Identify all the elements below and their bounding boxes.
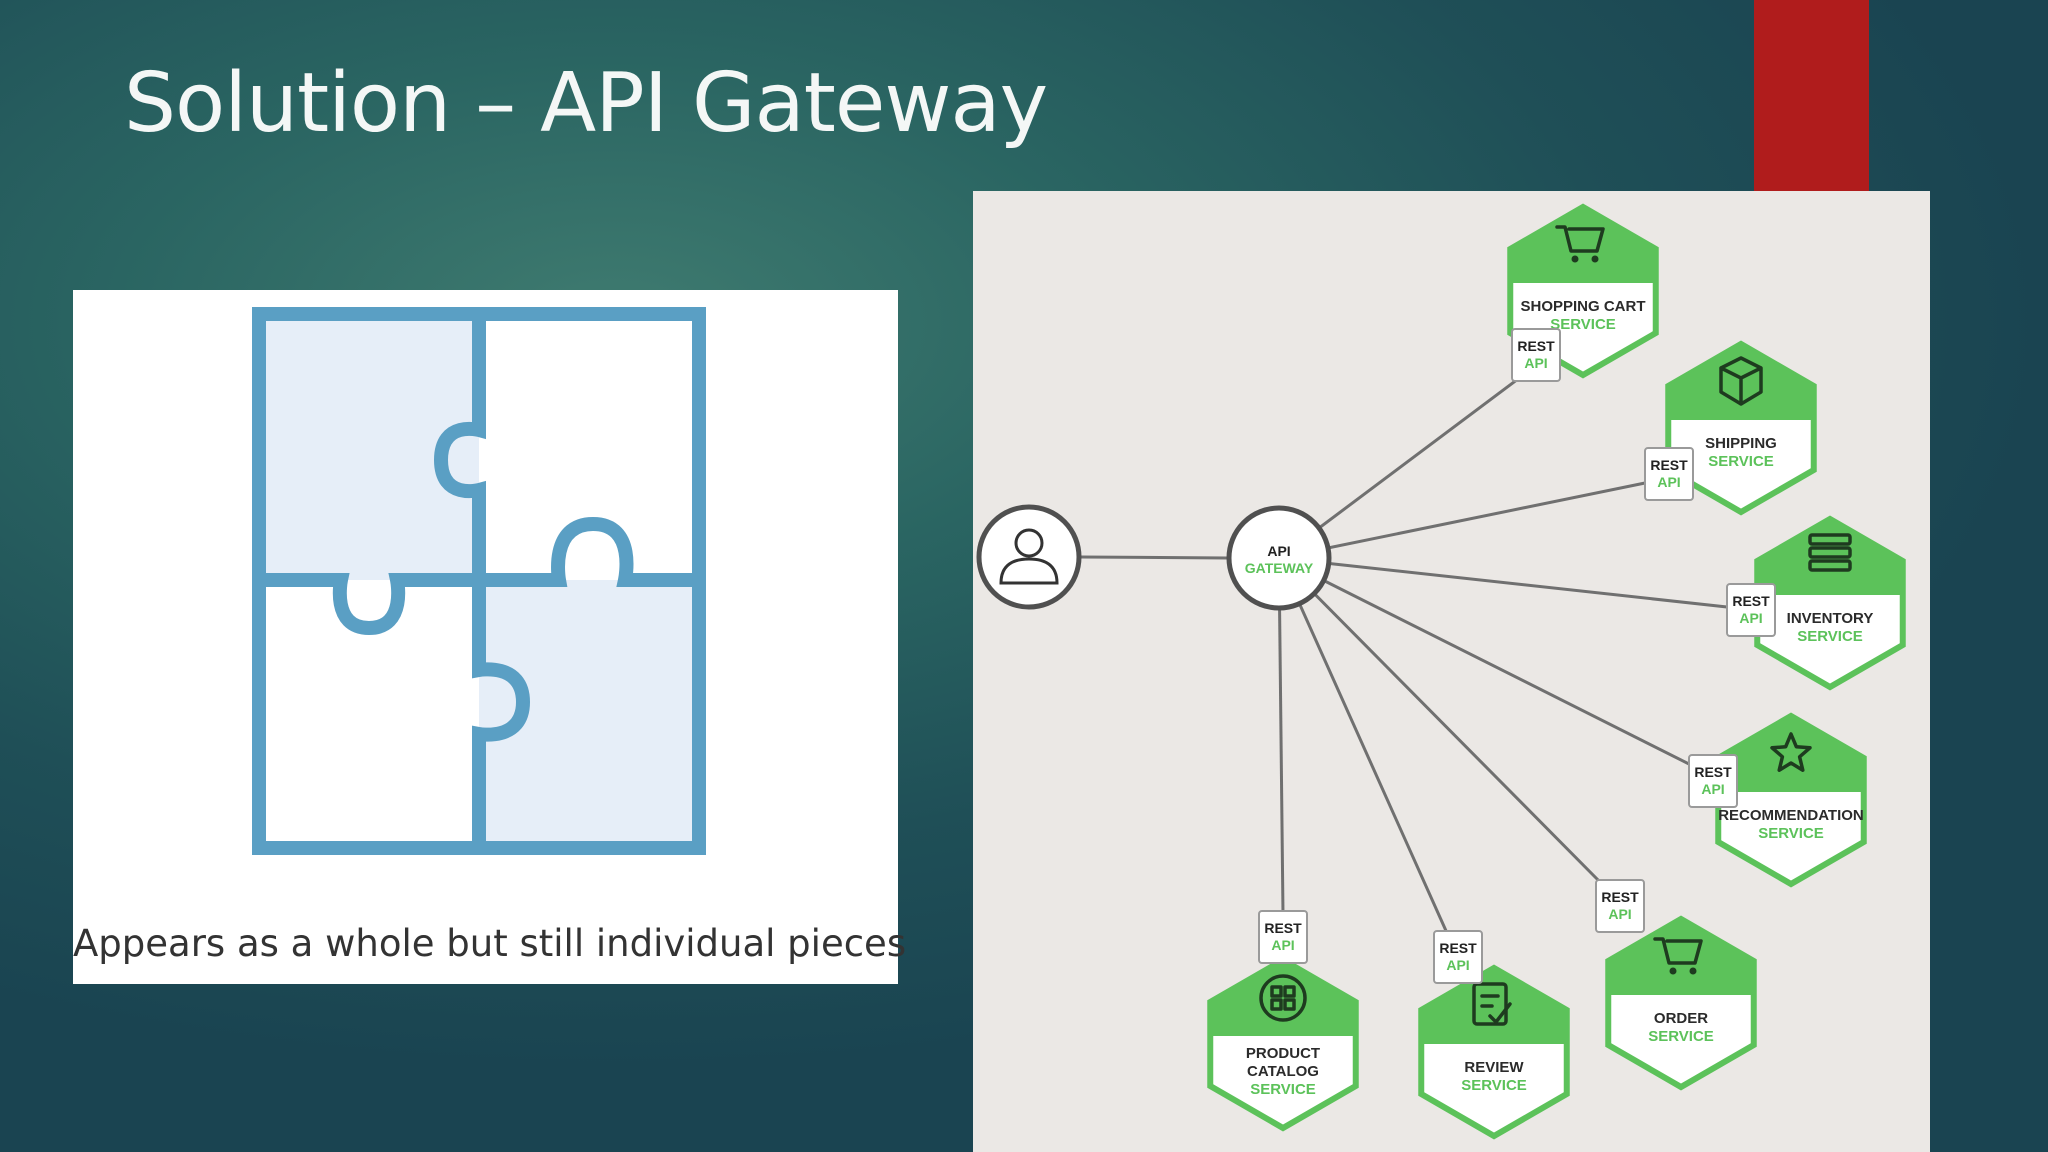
connector-gateway-recommendation <box>1278 556 1692 767</box>
rest-label: REST <box>1732 593 1770 609</box>
gateway-label-line2: GATEWAY <box>1245 560 1314 576</box>
service-cap <box>1510 207 1656 283</box>
service-sublabel: SERVICE <box>1797 628 1863 645</box>
api-label: API <box>1446 957 1469 973</box>
service-name: PRODUCT <box>1246 1045 1320 1062</box>
service-name: INVENTORY <box>1787 610 1874 627</box>
gateway-label-line1: API <box>1267 543 1290 559</box>
cart-wheel <box>1689 967 1697 975</box>
rest-label: REST <box>1439 940 1477 956</box>
service-cap <box>1718 716 1864 792</box>
box-icon <box>1719 356 1763 406</box>
grid-icon <box>1259 974 1307 1022</box>
grid-cell <box>1270 998 1283 1011</box>
service-name: CATALOG <box>1247 1063 1319 1080</box>
puzzle-seam-horizontal <box>259 516 699 636</box>
rest-label: REST <box>1694 764 1732 780</box>
grid-cell <box>1283 998 1296 1011</box>
api-label: API <box>1271 937 1294 953</box>
service-sublabel: SERVICE <box>1461 1077 1527 1094</box>
service-cap <box>1210 960 1356 1036</box>
stack-icon <box>1808 533 1852 546</box>
puzzle-piece-bottom-right <box>479 580 699 848</box>
connector-gateway-order <box>1277 556 1605 887</box>
puzzle-illustration <box>252 307 706 855</box>
api-label: API <box>1739 610 1762 626</box>
puzzle-caption: Appears as a whole but still individual … <box>73 922 907 965</box>
gateway-circle <box>1226 505 1332 611</box>
service-name: ORDER <box>1654 1010 1708 1027</box>
cart-icon <box>1653 937 1703 965</box>
checklist-check <box>1480 994 1512 1024</box>
accent-bar <box>1754 0 1869 191</box>
service-name: SHIPPING <box>1705 435 1777 452</box>
stack-icon <box>1808 559 1852 572</box>
rest-api-box <box>1688 754 1738 808</box>
service-sublabel: SERVICE <box>1250 1081 1316 1098</box>
puzzle-icon <box>252 307 706 855</box>
api-label: API <box>1608 906 1631 922</box>
rest-api-box <box>1726 583 1776 637</box>
slide-title: Solution – API Gateway <box>124 56 1048 151</box>
rest-api-box <box>1258 910 1308 964</box>
connector-gateway-review <box>1277 557 1449 934</box>
cart-wheel <box>1591 255 1599 263</box>
client-node <box>976 504 1082 610</box>
rest-label: REST <box>1601 889 1639 905</box>
service-sublabel: SERVICE <box>1708 453 1774 470</box>
service-sublabel: SERVICE <box>1648 1028 1714 1045</box>
grid-cell <box>1270 985 1283 998</box>
service-sublabel: SERVICE <box>1758 825 1824 842</box>
connector-gateway-shipping <box>1278 481 1646 560</box>
rest-api-box <box>1511 328 1561 382</box>
puzzle-seam-vertical <box>433 314 531 848</box>
cart-wheel <box>1669 967 1677 975</box>
rest-label: REST <box>1264 920 1302 936</box>
rest-api-box <box>1595 879 1645 933</box>
api-label: API <box>1524 355 1547 371</box>
rest-api-box <box>1433 930 1483 984</box>
service-sublabel: SERVICE <box>1550 316 1616 333</box>
rest-label: REST <box>1517 338 1555 354</box>
api-label: API <box>1657 474 1680 490</box>
star-icon <box>1770 732 1812 772</box>
diagram-canvas: SHOPPING CARTSERVICESHIPPINGSERVICEINVEN… <box>976 203 1906 1140</box>
user-icon-body <box>999 557 1059 585</box>
grid-cell <box>1283 985 1296 998</box>
connector-gateway-product-catalog <box>1277 557 1285 915</box>
puzzle-panel: Appears as a whole but still individual … <box>73 290 907 984</box>
service-name: SHOPPING CART <box>1520 298 1645 315</box>
connector-gateway-inventory <box>1278 556 1728 609</box>
rest-api-box <box>1644 447 1694 501</box>
checklist-icon <box>1472 982 1508 1026</box>
rest-label: REST <box>1650 457 1688 473</box>
service-cap <box>1608 919 1754 995</box>
service-name: REVIEW <box>1464 1059 1524 1076</box>
api-label: API <box>1701 781 1724 797</box>
connector-client-gateway <box>1080 555 1228 560</box>
cart-icon <box>1555 225 1605 253</box>
service-name: RECOMMENDATION <box>1718 807 1864 824</box>
cart-wheel <box>1571 255 1579 263</box>
stack-icon <box>1808 546 1852 559</box>
user-icon <box>1014 528 1044 558</box>
service-cap <box>1421 968 1567 1044</box>
